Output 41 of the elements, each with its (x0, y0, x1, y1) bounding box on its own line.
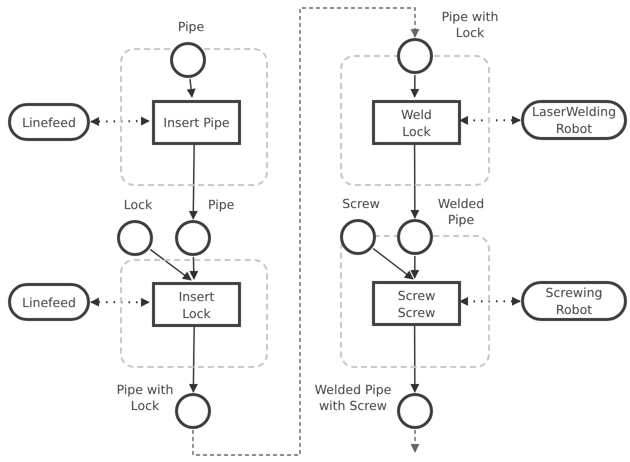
node-label: Insert Pipe (162, 114, 231, 131)
process-box (152, 282, 241, 327)
place-label: Pipe (176, 19, 206, 35)
place-label: Lock (122, 197, 154, 213)
place-label: Screw (341, 196, 381, 212)
dashed-arrow (90, 298, 150, 307)
dashed-arrow (192, 7, 420, 456)
node-label: Screwing Robot (544, 284, 604, 318)
arrow (410, 144, 420, 219)
place-label: Pipe (208, 197, 236, 213)
arrow (188, 326, 198, 393)
process-box (372, 100, 461, 145)
place-label: Pipe with Lock (116, 382, 174, 414)
dashed-arrow (459, 296, 521, 306)
arrow (410, 256, 420, 279)
dashed-arrow (90, 116, 150, 126)
arrow (150, 248, 192, 281)
arrow (410, 325, 420, 393)
node-label: LaserWelding Robot (530, 103, 618, 137)
process-box (152, 100, 241, 145)
resource-pill (521, 281, 627, 321)
dashed-arrow (410, 430, 420, 453)
place-label: Pipe with Lock (440, 9, 500, 41)
arrow (186, 78, 196, 98)
resource-pill (521, 100, 627, 140)
group-frame (120, 259, 268, 368)
process-box (372, 281, 461, 326)
resource-pill (8, 103, 90, 141)
arrow (188, 144, 198, 220)
node-label: Screw Screw (396, 286, 436, 320)
place-label: Welded Pipe (436, 196, 486, 228)
place-label: Welded Pipe with Screw (314, 382, 392, 414)
arrow (410, 75, 420, 98)
node-label: Linefeed (21, 294, 77, 310)
node-label: Linefeed (21, 114, 77, 130)
node-label: Insert Lock (178, 288, 216, 322)
dashed-arrow (459, 116, 521, 125)
resource-pill (8, 283, 90, 321)
arrow (189, 256, 198, 280)
arrow (372, 248, 414, 280)
node-label: Weld Lock (400, 106, 433, 140)
